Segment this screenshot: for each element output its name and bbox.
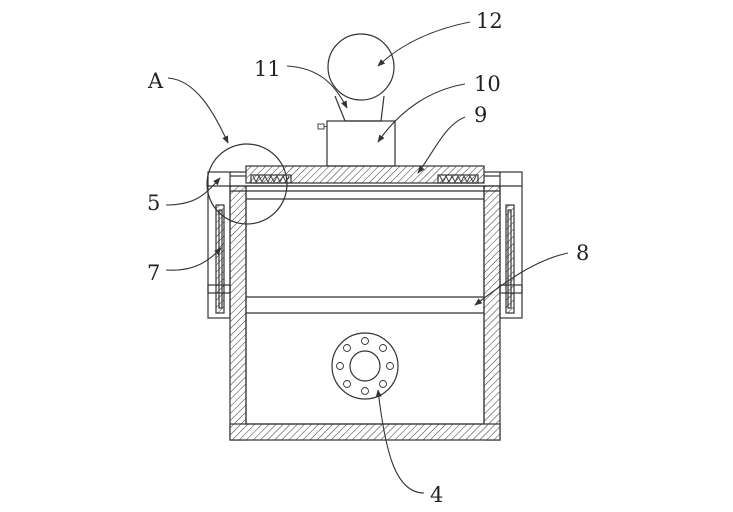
label-a: A xyxy=(147,69,164,93)
leader-lines xyxy=(165,21,569,494)
label-10: 10 xyxy=(474,72,501,96)
label-12: 12 xyxy=(476,9,503,33)
top-springs xyxy=(250,174,479,184)
left-side-guide xyxy=(207,171,246,319)
label-5: 5 xyxy=(147,191,160,215)
right-side-guide xyxy=(484,171,523,319)
detail-circle-a xyxy=(206,143,288,225)
label-4: 4 xyxy=(430,483,443,507)
flange xyxy=(331,332,399,400)
label-7: 7 xyxy=(147,261,160,285)
motor-ball xyxy=(327,33,395,101)
motor-neck xyxy=(334,95,385,122)
label-8: 8 xyxy=(576,241,589,265)
label-11: 11 xyxy=(254,57,281,81)
label-9: 9 xyxy=(474,103,487,127)
motor-base xyxy=(317,120,396,167)
top-rails xyxy=(230,185,500,200)
divider-plate xyxy=(246,296,484,314)
